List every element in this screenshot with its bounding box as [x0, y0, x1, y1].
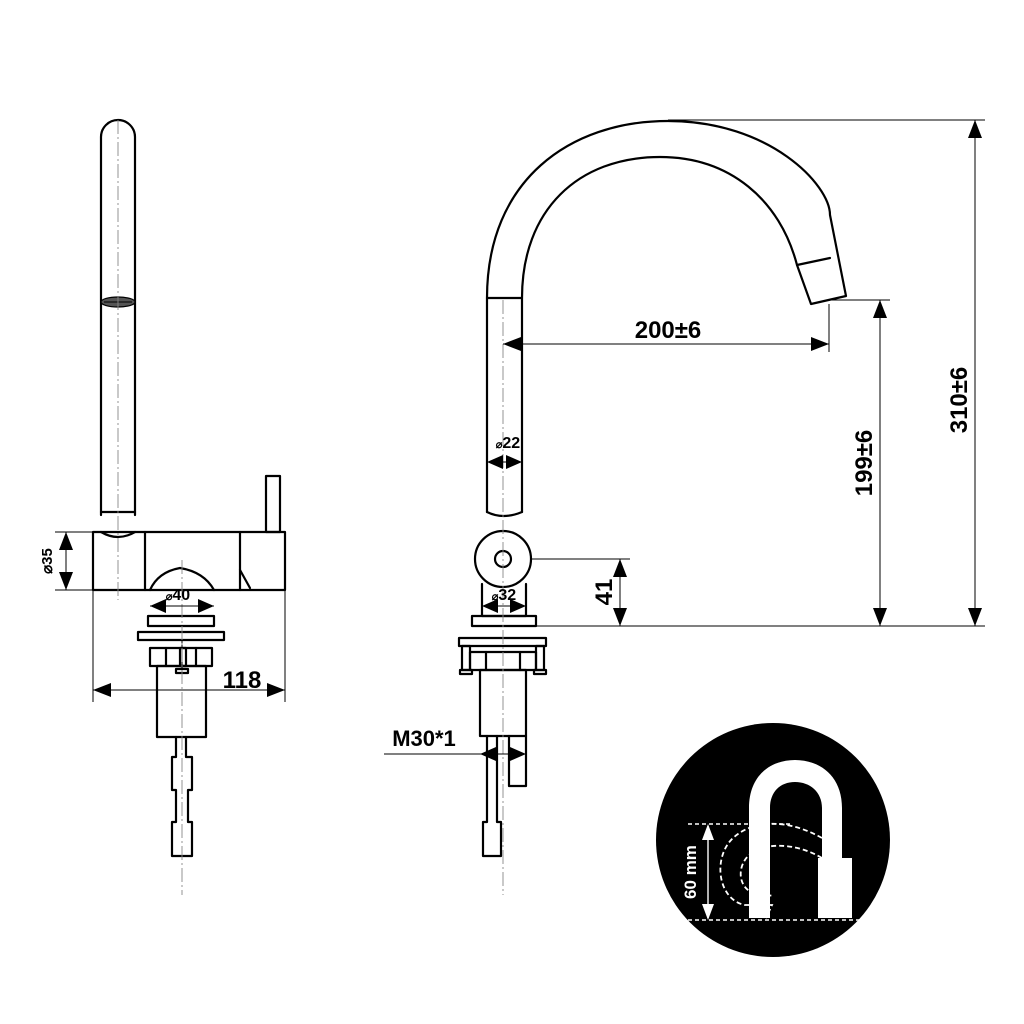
front-flange: [457, 636, 548, 648]
dim-diameter-32: ⌀32: [482, 587, 526, 613]
inset-faucet: [749, 760, 852, 918]
front-hose-left: [481, 734, 503, 858]
clearance-inset: 60 mm: [656, 723, 890, 957]
front-view: 200±6 ⌀22 ⌀32 41: [384, 119, 985, 895]
inset-swing-arc: [719, 822, 823, 919]
dim-diameter-22: ⌀22: [487, 435, 522, 469]
side-neck: [148, 566, 216, 592]
dim-spout-reach: 200±6: [503, 304, 830, 352]
label-diameter-35: ⌀35: [39, 548, 56, 574]
label-diameter-22: ⌀22: [496, 435, 521, 452]
dim-base-height-41: 41: [526, 558, 985, 627]
side-flange: [146, 614, 216, 628]
front-hose-right: [507, 734, 528, 788]
label-inset-height: 60 mm: [681, 845, 700, 899]
side-shank: [155, 664, 208, 739]
label-diameter-32: ⌀32: [492, 587, 517, 604]
label-spout-height: 199±6: [851, 430, 878, 497]
dim-diameter-40: ⌀40: [150, 587, 214, 613]
dim-total-height: 310±6: [668, 119, 985, 626]
dim-diameter-35: ⌀35: [39, 531, 93, 591]
dim-width-118: 118: [92, 590, 286, 702]
label-diameter-40: ⌀40: [166, 587, 191, 604]
dim-spout-height: 199±6: [830, 299, 890, 626]
label-thread: M30*1: [392, 726, 456, 751]
label-total-height: 310±6: [946, 367, 973, 434]
label-width-118: 118: [223, 667, 262, 694]
side-handle-lever: [264, 474, 282, 534]
inset-circle: [656, 723, 890, 957]
label-base-height-41: 41: [591, 579, 618, 606]
label-spout-reach: 200±6: [635, 317, 702, 344]
side-body: [91, 530, 287, 592]
side-view: ⌀35 ⌀40 118: [39, 118, 287, 895]
dim-thread: M30*1: [384, 726, 526, 761]
front-spout: [485, 119, 848, 514]
